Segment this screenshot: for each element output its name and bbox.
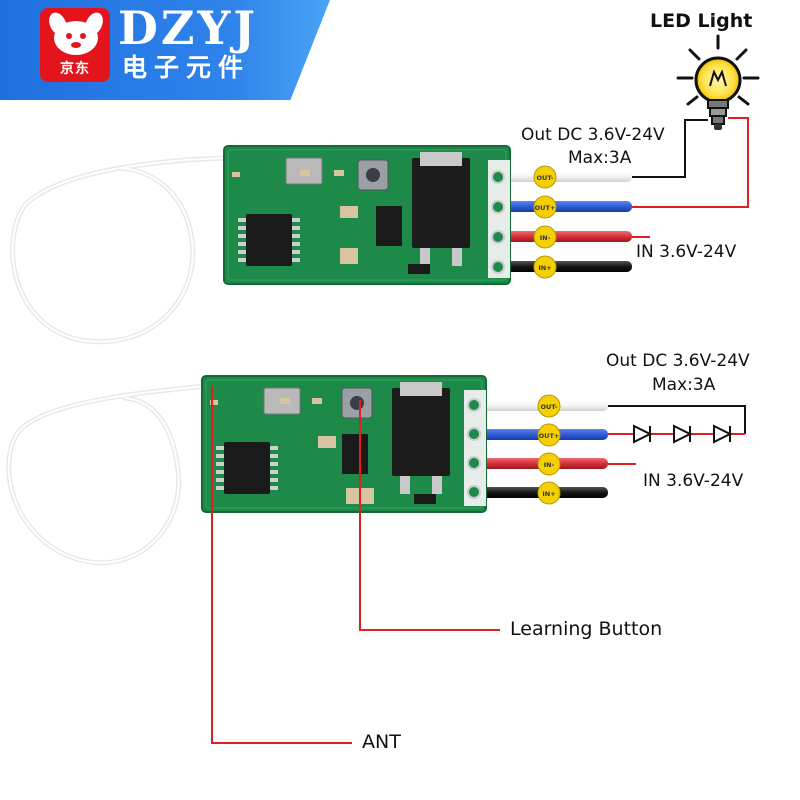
bottom-mosfet xyxy=(392,388,450,476)
top-load-line-negative xyxy=(632,119,708,178)
dog-logo-icon: 京东 xyxy=(40,8,110,82)
top-output-label: Out DC 3.6V-24V xyxy=(521,125,665,145)
top-input-label: IN 3.6V-24V xyxy=(636,242,737,262)
bottom-pad-out-plus: OUT+ xyxy=(537,423,561,447)
top-pad-label: OUT+ xyxy=(535,204,556,212)
top-receiver-module: OUT- OUT+ IN- IN+ xyxy=(10,34,760,345)
top-ic-chip xyxy=(246,214,292,266)
led-diode-icon xyxy=(633,424,653,444)
brand-subtitle: 电子元件 xyxy=(122,53,251,82)
top-pad-label: OUT- xyxy=(537,174,554,182)
antenna-label: ANT xyxy=(362,731,401,753)
led-diode-icon xyxy=(673,424,693,444)
top-wire-white xyxy=(498,171,632,182)
learning-button-leader xyxy=(359,400,500,631)
top-pad-label: IN- xyxy=(540,234,551,242)
led-diode-icon xyxy=(713,424,733,444)
top-pad-in-plus: IN+ xyxy=(533,255,557,279)
dog-mascot-icon xyxy=(49,12,103,55)
top-pad-out-minus: OUT- xyxy=(533,165,557,189)
bottom-input-label: IN 3.6V-24V xyxy=(643,471,744,491)
learning-button-label: Learning Button xyxy=(510,618,663,640)
top-load-label: LED Light xyxy=(650,10,753,32)
bottom-pad-label: IN- xyxy=(544,461,555,469)
bottom-load-line-negative xyxy=(608,405,746,434)
top-pad-out-plus: OUT+ xyxy=(533,195,557,219)
led-bulb-icon xyxy=(676,34,760,130)
bottom-pad-in-plus: IN+ xyxy=(537,481,561,505)
bottom-receiver-module: OUT- OUT+ IN- IN+ xyxy=(6,375,746,566)
brand-banner: 京东 DZYJ 电子元件 xyxy=(0,0,330,100)
bottom-max-label: Max:3A xyxy=(652,375,716,395)
top-pad-label: IN+ xyxy=(538,264,551,272)
logo-caption: 京东 xyxy=(60,61,90,77)
bottom-pad-in-minus: IN- xyxy=(537,452,561,476)
brand-name: DZYJ xyxy=(118,1,259,55)
top-mosfet xyxy=(412,158,470,248)
top-load-line-positive xyxy=(632,117,749,208)
top-antenna-wire xyxy=(10,155,231,345)
top-pad-in-minus: IN- xyxy=(533,225,557,249)
top-max-label: Max:3A xyxy=(568,148,632,168)
bottom-pad-label: IN+ xyxy=(542,490,555,498)
bottom-pad-out-minus: OUT- xyxy=(537,394,561,418)
top-wire-red xyxy=(498,231,632,242)
bottom-pad-label: OUT+ xyxy=(539,432,560,440)
top-wire-blue xyxy=(498,201,632,212)
top-wire-black xyxy=(498,261,632,272)
antenna-leader xyxy=(211,386,352,744)
bottom-ic-chip xyxy=(224,442,270,494)
bottom-output-label: Out DC 3.6V-24V xyxy=(606,351,750,371)
bottom-pad-label: OUT- xyxy=(541,403,558,411)
